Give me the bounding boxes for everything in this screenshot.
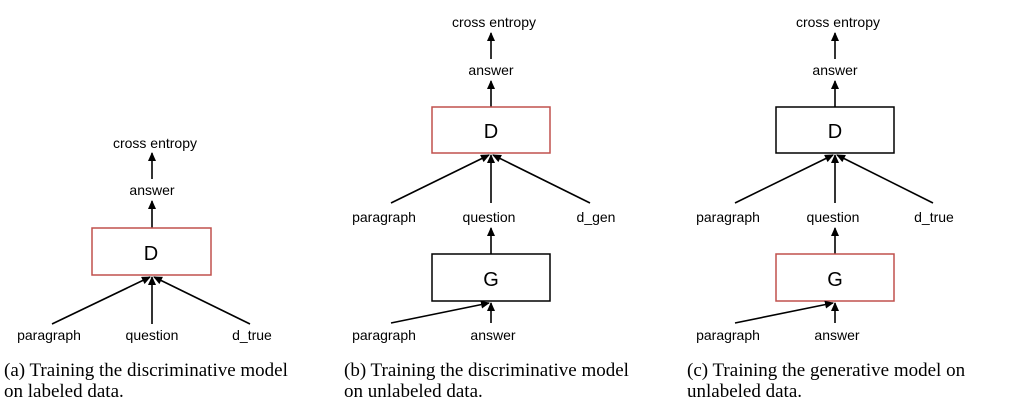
panel-b-d-box: [431, 106, 551, 154]
panel-b-input-question: question: [463, 209, 516, 225]
panel-b-arrow-dgen-to-d: [492, 154, 591, 204]
panel-c-g-input-answer: answer: [814, 327, 859, 343]
panel-a-input-paragraph: paragraph: [17, 327, 81, 343]
panel-b-input-dgen: d_gen: [577, 209, 616, 225]
caption-b-line-1: (b) Training the discriminative model: [344, 360, 629, 381]
panel-c-loss-label: cross entropy: [796, 14, 880, 30]
panel-a: cross entropy answer D paragraph questio…: [17, 135, 272, 343]
panel-a-d-label: D: [144, 243, 158, 265]
panel-b-loss-label: cross entropy: [452, 14, 536, 30]
panel-c-g-input-paragraph: paragraph: [696, 327, 760, 343]
caption-a-line-1: (a) Training the discriminative model: [4, 360, 288, 381]
caption-c: (c) Training the generative model on unl…: [687, 360, 1005, 402]
panel-b-input-paragraph: paragraph: [352, 209, 416, 225]
panel-c-arrow-dtrue-to-d: [836, 154, 934, 204]
panel-b-g-box: [431, 253, 551, 302]
panel-b-g-label: G: [483, 269, 499, 291]
panel-a-input-dtrue: d_true: [232, 327, 272, 343]
caption-b: (b) Training the discriminative model on…: [344, 360, 674, 402]
panel-c-answer-label: answer: [812, 62, 857, 78]
panel-b: cross entropy answer D paragraph questio…: [352, 14, 615, 343]
panel-b-g-input-paragraph: paragraph: [352, 327, 416, 343]
panel-c: cross entropy answer D paragraph questio…: [696, 14, 954, 343]
panel-b-arrow-paragraph-to-g: [390, 300, 490, 324]
panel-a-arrow-dtrue-to-d: [153, 276, 251, 325]
panel-c-g-box: [775, 253, 895, 302]
panel-a-d-box: [91, 227, 212, 276]
caption-a-line-2: on labeled data.: [4, 381, 124, 402]
caption-b-line-2: on unlabeled data.: [344, 381, 483, 402]
panel-a-answer-label: answer: [129, 182, 174, 198]
panel-b-answer-label: answer: [468, 62, 513, 78]
panel-b-d-label: D: [484, 121, 498, 143]
caption-a: (a) Training the discriminative model on…: [4, 360, 334, 402]
panel-c-input-question: question: [807, 209, 860, 225]
panel-c-d-label: D: [828, 121, 842, 143]
panel-c-input-dtrue: d_true: [914, 209, 954, 225]
panel-c-input-paragraph: paragraph: [696, 209, 760, 225]
panel-c-d-box: [775, 106, 895, 154]
panel-c-arrow-paragraph-to-d: [734, 154, 834, 204]
panel-a-loss-label: cross entropy: [113, 135, 197, 151]
panel-b-g-input-answer: answer: [470, 327, 515, 343]
caption-c-line-1: (c) Training the generative model on: [687, 360, 966, 381]
panel-c-g-label: G: [827, 269, 843, 291]
panel-b-arrow-paragraph-to-d: [390, 154, 490, 204]
panel-c-arrow-paragraph-to-g: [734, 300, 834, 324]
caption-c-line-2: unlabeled data.: [687, 381, 803, 402]
panel-a-arrow-paragraph-to-d: [51, 276, 151, 325]
panel-a-input-question: question: [126, 327, 179, 343]
